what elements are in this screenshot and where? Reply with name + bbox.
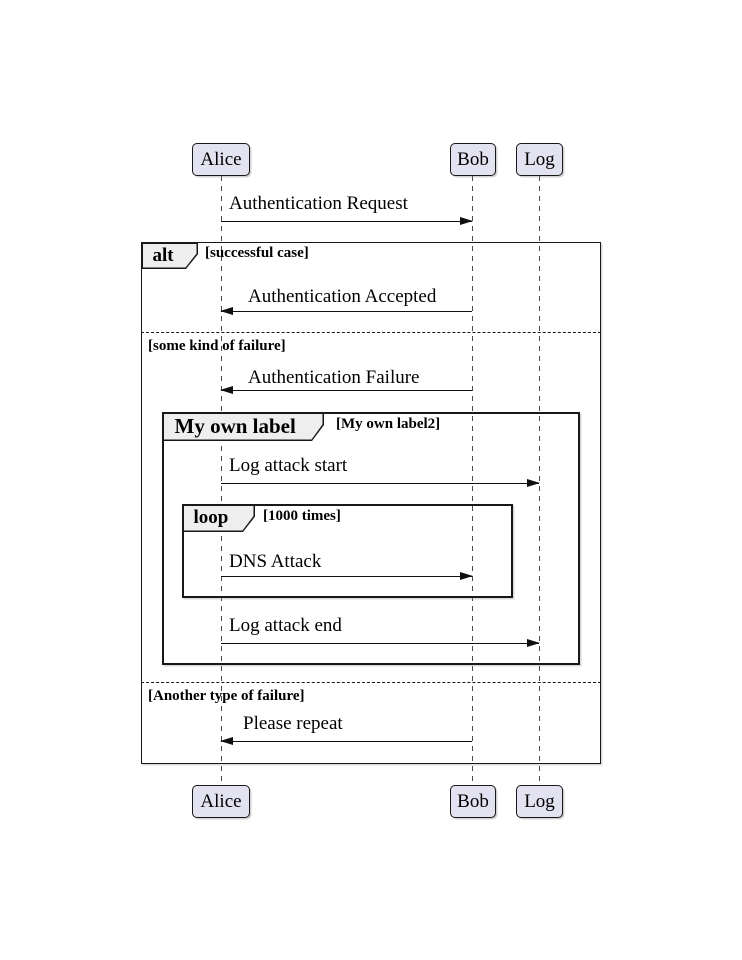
arrowhead-right-icon — [527, 638, 540, 647]
alt-guard-another-type-of-failure: [Another type of failure] — [148, 688, 305, 704]
participant-alice-bottom: Alice — [192, 785, 250, 818]
alt-frame — [141, 242, 601, 764]
participant-log-top: Log — [516, 143, 563, 176]
arrowhead-right-icon — [460, 216, 473, 225]
message-auth-failure-label: Authentication Failure — [248, 367, 420, 388]
message-dns-attack-label: DNS Attack — [229, 551, 322, 572]
loop-frame — [182, 504, 513, 598]
group-frame-label-fill: My own label — [164, 414, 323, 440]
arrowhead-right-icon — [527, 478, 540, 487]
message-dns-attack-arrow — [221, 571, 473, 580]
group-frame-my-own-label — [162, 412, 580, 665]
alt-frame-label: alt — [152, 244, 174, 266]
message-log-attack-end-arrow — [221, 638, 540, 647]
loop-guard-1000-times: [1000 times] — [263, 508, 341, 524]
arrowhead-left-icon — [220, 736, 233, 745]
arrowhead-right-icon — [460, 571, 473, 580]
arrowhead-left-icon — [220, 306, 233, 315]
message-log-attack-start-label: Log attack start — [229, 455, 348, 476]
loop-frame-label: loop — [193, 507, 229, 528]
group-frame-label: My own label — [174, 414, 296, 438]
message-log-attack-start-arrow — [221, 478, 540, 487]
message-log-attack-end-label: Log attack end — [229, 615, 342, 636]
participant-log-bottom: Log — [516, 785, 563, 818]
message-auth-accepted-arrow — [220, 306, 472, 315]
alt-guard-successful-case: [successful case] — [205, 245, 309, 261]
message-auth-request-label: Authentication Request — [229, 193, 408, 214]
participant-bob-top: Bob — [450, 143, 496, 176]
group-frame-label-pentagon: My own label — [162, 412, 324, 441]
message-please-repeat-arrow — [220, 736, 472, 745]
message-auth-request-arrow — [221, 216, 473, 225]
message-auth-failure-arrow — [220, 385, 472, 394]
loop-frame-label-pentagon: loop — [182, 504, 255, 532]
group-guard-my-own-label2: [My own label2] — [336, 416, 441, 432]
participant-alice-top: Alice — [192, 143, 250, 176]
alt-frame-label-pentagon: alt — [141, 242, 198, 269]
lifeline-alice — [221, 176, 222, 785]
alt-divider-1 — [141, 332, 601, 333]
lifeline-bob — [472, 176, 473, 785]
message-auth-accepted-label: Authentication Accepted — [248, 286, 437, 307]
loop-frame-label-fill: loop — [184, 506, 254, 531]
alt-frame-label-fill: alt — [143, 244, 197, 268]
alt-divider-2 — [141, 682, 601, 683]
participant-bob-bottom: Bob — [450, 785, 496, 818]
arrowhead-left-icon — [220, 385, 233, 394]
alt-guard-some-kind-of-failure: [some kind of failure] — [148, 338, 286, 354]
message-please-repeat-label: Please repeat — [243, 713, 343, 734]
